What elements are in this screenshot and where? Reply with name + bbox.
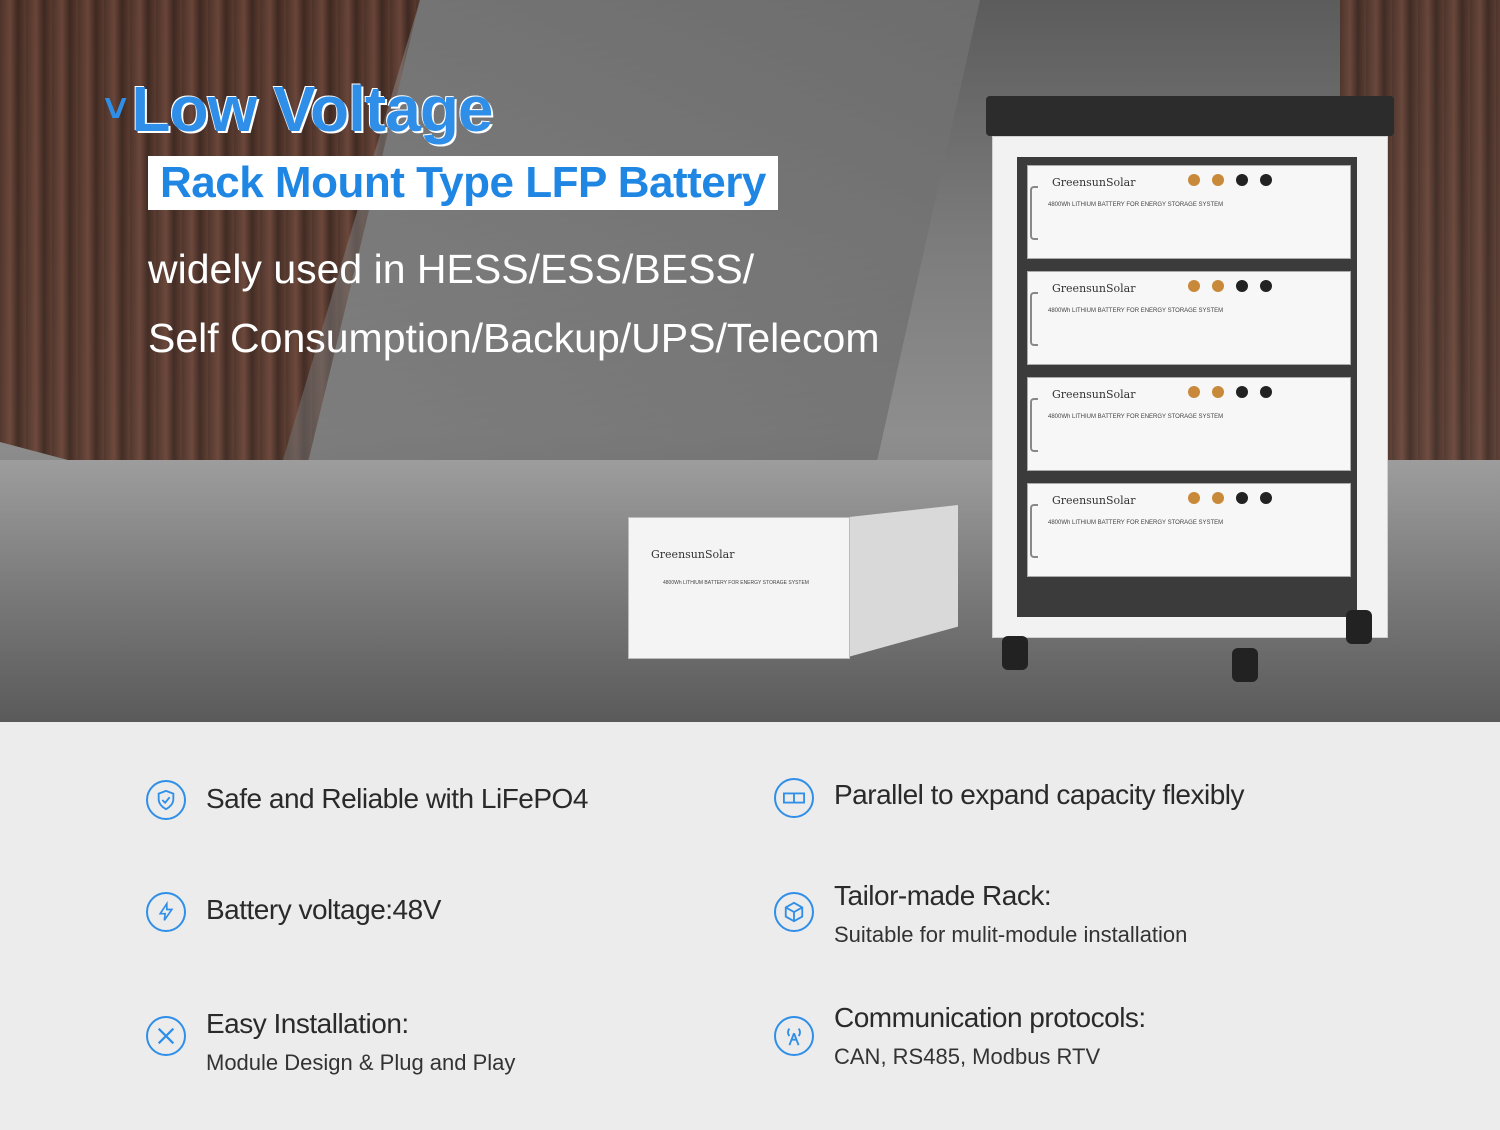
terminal-negative-icon	[1236, 386, 1248, 398]
terminal-positive-icon	[1188, 386, 1200, 398]
battery-module-image: GreensunSolar 4800Wh LITHIUM BATTERY FOR…	[618, 505, 964, 665]
feature-subtitle: Module Design & Plug and Play	[206, 1050, 516, 1075]
terminal-negative-icon	[1260, 386, 1272, 398]
brand-label: GreensunSolar	[1052, 176, 1136, 189]
battery-module: GreensunSolar 4800Wh LITHIUM BATTERY FOR…	[1027, 271, 1351, 365]
wheel-icon	[1002, 636, 1028, 670]
feature-title: Parallel to expand capacity flexibly	[834, 779, 1245, 810]
feature-item: Battery voltage:48V	[146, 892, 441, 932]
wrench-screwdriver-icon	[146, 1016, 186, 1056]
terminal-negative-icon	[1260, 174, 1272, 186]
handle-icon	[1030, 504, 1038, 558]
module-side	[848, 505, 958, 657]
battery-module: GreensunSolar 4800Wh LITHIUM BATTERY FOR…	[1027, 377, 1351, 471]
hero-banner: ˅ Low Voltage Rack Mount Type LFP Batter…	[0, 0, 1500, 722]
feature-item: Tailor-made Rack: Suitable for mulit-mod…	[774, 880, 1187, 948]
feature-title: Communication protocols:	[834, 1002, 1146, 1033]
feature-item: Communication protocols: CAN, RS485, Mod…	[774, 1002, 1146, 1070]
cabinet-top	[986, 96, 1394, 136]
brand-label: GreensunSolar	[651, 548, 735, 561]
page-title: Low Voltage	[131, 73, 493, 145]
battery-module: GreensunSolar 4800Wh LITHIUM BATTERY FOR…	[1027, 483, 1351, 577]
feature-title: Safe and Reliable with LiFePO4	[206, 783, 588, 814]
feature-item: Safe and Reliable with LiFePO4	[146, 780, 588, 820]
feature-item: Parallel to expand capacity flexibly	[774, 778, 1245, 818]
antenna-icon	[774, 1016, 814, 1056]
handle-icon	[1030, 398, 1038, 452]
module-label: 4800Wh LITHIUM BATTERY FOR ENERGY STORAG…	[1048, 202, 1224, 208]
module-label: 4800Wh LITHIUM BATTERY FOR ENERGY STORAG…	[663, 580, 809, 586]
terminal-negative-icon	[1260, 492, 1272, 504]
brand-label: GreensunSolar	[1052, 282, 1136, 295]
module-label: 4800Wh LITHIUM BATTERY FOR ENERGY STORAG…	[1048, 414, 1224, 420]
feature-title: Easy Installation:	[206, 1008, 409, 1039]
description-line-2: Self Consumption/Backup/UPS/Telecom	[148, 315, 880, 361]
module-label: 4800Wh LITHIUM BATTERY FOR ENERGY STORAG…	[1048, 308, 1224, 314]
feature-title: Tailor-made Rack:	[834, 880, 1052, 911]
brand-label: GreensunSolar	[1052, 494, 1136, 507]
wheel-icon	[1232, 648, 1258, 682]
feature-subtitle: Suitable for mulit-module installation	[834, 922, 1188, 947]
terminal-positive-icon	[1188, 492, 1200, 504]
terminal-negative-icon	[1236, 174, 1248, 186]
subtitle-box: Rack Mount Type LFP Battery	[148, 156, 778, 210]
cabinet-interior: GreensunSolar 4800Wh LITHIUM BATTERY FOR…	[1017, 157, 1357, 617]
lightning-icon	[146, 892, 186, 932]
features-section: Safe and Reliable with LiFePO4 Battery v…	[0, 722, 1500, 1130]
battery-parallel-icon	[774, 778, 814, 818]
battery-cabinet-image: GreensunSolar 4800Wh LITHIUM BATTERY FOR…	[986, 96, 1394, 686]
terminal-negative-icon	[1236, 280, 1248, 292]
terminal-positive-icon	[1212, 492, 1224, 504]
feature-subtitle: CAN, RS485, Modbus RTV	[834, 1044, 1101, 1069]
title-row: ˅ Low Voltage	[104, 72, 494, 146]
terminal-positive-icon	[1188, 280, 1200, 292]
page-subtitle: Rack Mount Type LFP Battery	[160, 158, 766, 207]
terminal-negative-icon	[1236, 492, 1248, 504]
terminal-positive-icon	[1188, 174, 1200, 186]
handle-icon	[1030, 186, 1038, 240]
terminal-positive-icon	[1212, 280, 1224, 292]
cabinet-body: GreensunSolar 4800Wh LITHIUM BATTERY FOR…	[992, 136, 1388, 638]
battery-module: GreensunSolar 4800Wh LITHIUM BATTERY FOR…	[1027, 165, 1351, 259]
handle-icon	[1030, 292, 1038, 346]
module-label: 4800Wh LITHIUM BATTERY FOR ENERGY STORAG…	[1048, 520, 1224, 526]
wheel-icon	[1346, 610, 1372, 644]
terminal-positive-icon	[1212, 174, 1224, 186]
module-front: GreensunSolar 4800Wh LITHIUM BATTERY FOR…	[628, 517, 850, 659]
brand-label: GreensunSolar	[1052, 388, 1136, 401]
shield-check-icon	[146, 780, 186, 820]
terminal-negative-icon	[1260, 280, 1272, 292]
chevron-down-icon: ˅	[104, 87, 128, 131]
terminal-positive-icon	[1212, 386, 1224, 398]
feature-title: Battery voltage:48V	[206, 894, 441, 925]
cube-icon	[774, 892, 814, 932]
description-line-1: widely used in HESS/ESS/BESS/	[148, 246, 755, 292]
feature-item: Easy Installation: Module Design & Plug …	[146, 1008, 515, 1076]
